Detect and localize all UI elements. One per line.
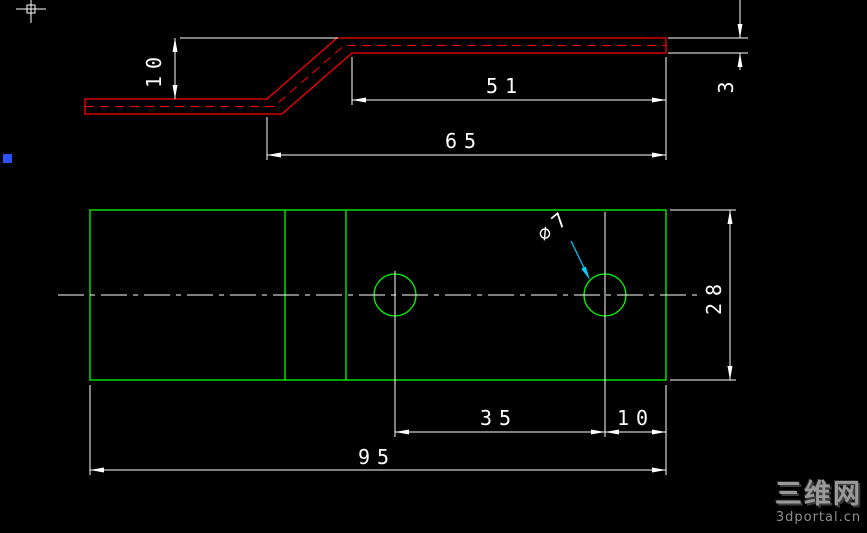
side-view-centerline: [85, 45, 666, 107]
dimension-lines: [58, 0, 748, 475]
leader-arrowhead: [581, 266, 590, 280]
watermark-logo: 三维网: [775, 478, 862, 510]
watermark: 三维网 3dportal.cn: [775, 478, 862, 525]
hole-leader: [570, 240, 590, 280]
arrowhead: [727, 366, 733, 380]
dimension-arrows: [90, 24, 743, 473]
arrowhead: [727, 210, 733, 224]
arrowhead: [737, 53, 743, 67]
dim-label-upper-length: 51: [486, 74, 524, 98]
crosshair-cursor: [16, 0, 46, 23]
arrowhead: [395, 429, 409, 435]
arrowhead: [652, 152, 666, 158]
dim-label-overall-length: 65: [445, 129, 483, 153]
dim-label-height: 10: [142, 50, 166, 88]
arrowhead: [352, 97, 366, 103]
arrowhead: [172, 85, 178, 99]
side-view-outline: [84, 37, 667, 115]
arrowhead: [591, 429, 605, 435]
dim-label-hole-offset: 10: [617, 406, 655, 430]
side-view: [84, 37, 667, 115]
grip-marker[interactable]: [3, 154, 12, 163]
arrowhead: [652, 97, 666, 103]
pickbox: [26, 4, 36, 14]
dim-label-length: 95: [358, 445, 396, 469]
arrowhead: [652, 429, 666, 435]
arrowhead: [172, 38, 178, 52]
arrowhead: [605, 429, 619, 435]
dim-label-width: 28: [702, 277, 726, 315]
dim-label-thickness: 3: [714, 74, 738, 93]
arrowhead: [737, 24, 743, 38]
arrowhead: [90, 467, 104, 473]
dimension-texts: 10 51 65 3 35 10 95 28 ∅7: [142, 50, 738, 469]
watermark-site: 3dportal.cn: [775, 510, 862, 525]
dim-label-hole-spacing: 35: [480, 406, 518, 430]
arrowhead: [652, 467, 666, 473]
arrowhead: [267, 152, 281, 158]
